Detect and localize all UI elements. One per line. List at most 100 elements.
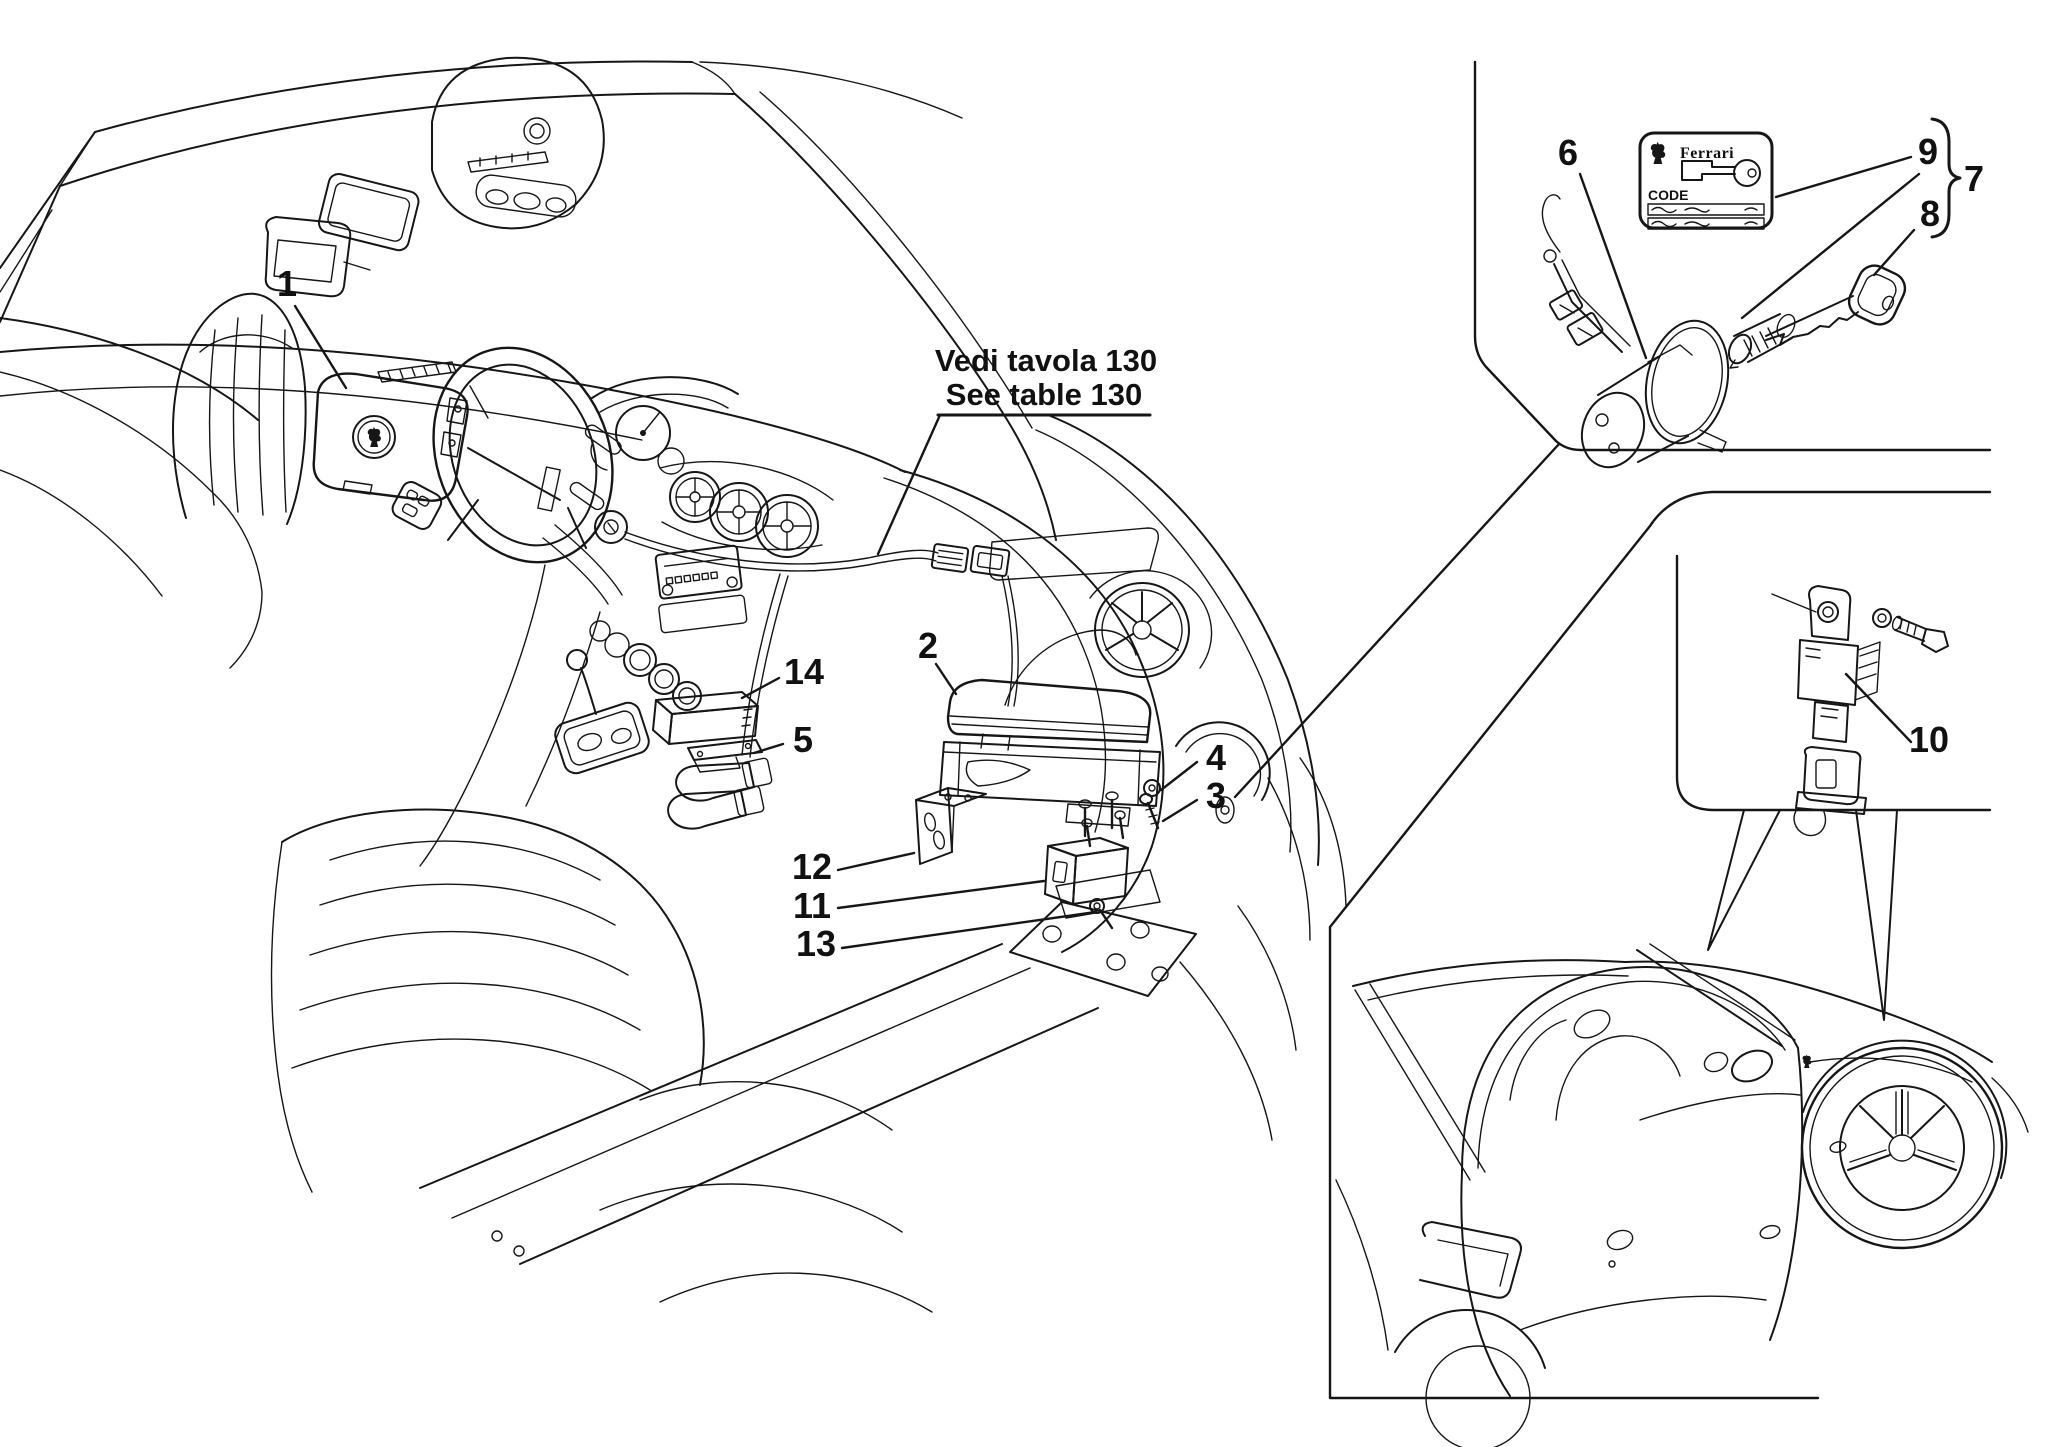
driver-airbag-module [312, 372, 469, 502]
windshield-header [0, 60, 1057, 541]
car-inset-border [1328, 490, 1992, 1400]
center-console [419, 564, 650, 867]
vent-3 [755, 494, 819, 558]
pointer-wedge-left [1707, 809, 1781, 951]
harness-connector-a [930, 543, 970, 573]
ferrari-horse-icon [1802, 1054, 1812, 1068]
group-brace [1930, 117, 1962, 239]
side-mirror [264, 216, 371, 298]
callout-13: 13 [796, 923, 836, 964]
window-switch-pod [391, 481, 443, 530]
leader-12 [836, 851, 916, 872]
sensor-pointer-line [1771, 593, 1817, 613]
harness-connector-b [969, 545, 1011, 577]
rear-view-mirror [317, 172, 420, 252]
leader-9-card [1774, 155, 1913, 199]
overhead-switches [475, 174, 577, 218]
driver-seat [172, 292, 705, 1193]
ignition-key [1765, 264, 1907, 346]
ferrari-horse-icon [1650, 141, 1666, 164]
leader-11 [836, 879, 1046, 910]
main-diagonal-divider [1233, 442, 1561, 799]
callout-14: 14 [784, 651, 824, 692]
note-line-english: See table 130 [946, 377, 1142, 412]
car-front-wheel [1800, 1046, 2004, 1250]
callout-7: 7 [1964, 158, 1984, 199]
car-door-open [1460, 966, 1804, 1397]
passenger-seat [599, 629, 1137, 1313]
radio-head-unit [654, 544, 748, 634]
ignition-lock [594, 510, 628, 544]
vent-1 [669, 471, 721, 523]
car-interior-through-window [1509, 1009, 1681, 1121]
door-speaker [1089, 570, 1213, 678]
leader-13 [840, 910, 1098, 950]
airbag-ecu [652, 691, 759, 745]
left-door [0, 216, 443, 669]
note-line-italian: Vedi tavola 130 [935, 343, 1157, 378]
instrument-cluster [590, 376, 739, 475]
crash-sensor [1793, 585, 1881, 837]
crash-sensor-inset: 10 [1771, 585, 1949, 837]
mounting-bracket [915, 787, 987, 865]
card-code-label: CODE [1648, 187, 1688, 203]
sensor-screw [1089, 898, 1114, 930]
leader-14 [740, 676, 781, 700]
car-front-end [1759, 1039, 2029, 1240]
callout-5: 5 [793, 719, 813, 760]
key-code-card: Ferrari CODE [1638, 131, 1774, 230]
sensor-bolt [1891, 615, 1949, 653]
callout-11: 11 [793, 885, 831, 926]
callout-9: 9 [1918, 131, 1938, 172]
steering-wheel [432, 346, 628, 605]
sensor-washer [1872, 608, 1892, 628]
callout-12: 12 [792, 846, 832, 887]
callout-4: 4 [1206, 737, 1226, 778]
column-stalks [569, 424, 622, 511]
card-key-icon [1681, 159, 1761, 187]
floor-sill [419, 901, 1197, 1265]
callout-8: 8 [1920, 193, 1940, 234]
impact-sensor-unit [1044, 791, 1161, 919]
main-interior-view [0, 56, 1347, 1313]
callout-1: 1 [277, 263, 297, 304]
door-lock-assembly [1541, 194, 1730, 469]
leader-3 [1161, 798, 1199, 823]
dash-vents [659, 461, 834, 558]
ecu-bracket [687, 739, 763, 773]
pointer-wedge-right [1855, 809, 1898, 1021]
callout-2: 2 [918, 625, 938, 666]
harness-clamps [667, 757, 773, 830]
ferrari-horse-icon [367, 426, 381, 447]
leader-8 [1872, 228, 1916, 277]
sensor-inset-border [1675, 554, 1992, 812]
leader-10 [1844, 672, 1913, 744]
key-inset-border [1473, 60, 1992, 452]
see-table-note: Vedi tavola 130 See table 130 [876, 343, 1157, 556]
screw-part3 [1139, 793, 1160, 830]
leader-2 [934, 662, 958, 696]
leader-6 [1578, 172, 1648, 360]
callout-3: 3 [1206, 775, 1226, 816]
inset-dividers [1233, 60, 1992, 1400]
callouts-main: 1 2 3 4 5 11 12 13 14 Vedi tavola 130 Se… [277, 263, 1226, 964]
wiring-harness [624, 531, 1019, 758]
lock-barrel [1727, 313, 1796, 369]
lock-switch-block [1548, 289, 1604, 346]
car-side-view-inset [1335, 943, 2029, 1447]
right-door [1035, 414, 1347, 1141]
passenger-airbag-module [939, 678, 1161, 848]
car-rear-quarter [1335, 983, 1546, 1447]
callout-6: 6 [1558, 132, 1578, 173]
dashboard [0, 343, 1165, 953]
leader-1 [293, 304, 348, 390]
card-brand-label: Ferrari [1680, 145, 1734, 162]
leader-9-barrel [1740, 172, 1921, 320]
key-lock-inset: Ferrari CODE [1541, 117, 1984, 469]
gear-shifter [554, 701, 650, 775]
note-leader [876, 413, 942, 556]
overhead-console [431, 56, 605, 230]
leader-4 [1159, 760, 1199, 792]
